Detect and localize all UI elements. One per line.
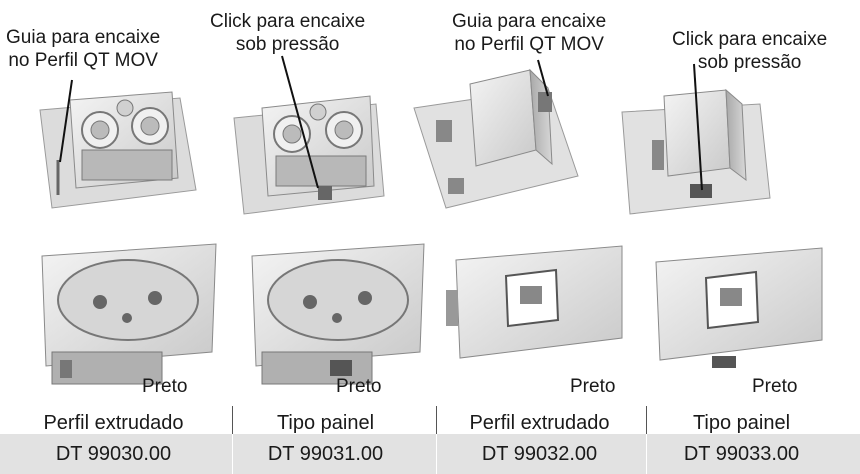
callout-4-line1: Click para encaixe [672, 29, 828, 50]
rj-back-extruded-image [413, 68, 579, 209]
type-label-3: Perfil extrudado [469, 412, 610, 434]
product-code-2: DT 99031.00 [267, 443, 384, 465]
callout-2: Click para encaixe sob pressão [210, 10, 365, 56]
callout-2-line2: sob pressão [235, 34, 340, 55]
product-code-band: DT 99030.00 DT 99031.00 DT 99032.00 DT 9… [0, 434, 860, 474]
callout-4: Click para encaixe sob pressão [672, 28, 827, 74]
callout-line-3 [537, 59, 549, 97]
callout-line-1 [59, 79, 73, 163]
callout-3-line2: no Perfil QT MOV [454, 34, 604, 55]
code-divider [436, 434, 437, 474]
callout-line-4 [693, 63, 703, 191]
socket-back-panel-image [233, 95, 385, 215]
callout-line-2 [281, 55, 319, 189]
type-label-4: Tipo painel [692, 412, 791, 434]
color-label-3: Preto [570, 376, 616, 397]
callout-3-line1: Guia para encaixe [452, 11, 607, 32]
product-code-3: DT 99032.00 [481, 443, 598, 465]
code-divider [646, 434, 647, 474]
callout-2-line1: Click para encaixe [210, 11, 366, 32]
color-label-1: Preto [142, 376, 188, 397]
socket-front-extruded-image [41, 243, 217, 385]
socket-front-panel-image [251, 243, 425, 385]
callout-4-line2: sob pressão [697, 52, 802, 73]
callout-1-line2: no Perfil QT MOV [8, 50, 158, 71]
rj-back-panel-image [621, 88, 771, 215]
product-code-1: DT 99030.00 [55, 443, 172, 465]
callout-1-line1: Guia para encaixe [6, 27, 161, 48]
color-label-2: Preto [336, 376, 382, 397]
callout-1: Guia para encaixe no Perfil QT MOV [6, 26, 160, 72]
socket-back-extruded-image [39, 91, 197, 209]
color-label-4: Preto [752, 376, 798, 397]
callout-3: Guia para encaixe no Perfil QT MOV [452, 10, 606, 56]
type-label-1: Perfil extrudado [43, 412, 184, 434]
product-code-4: DT 99033.00 [683, 443, 800, 465]
rj-front-extruded-image [446, 245, 623, 359]
rj-front-panel-image [655, 247, 823, 368]
type-label-2: Tipo painel [276, 412, 375, 434]
code-divider [232, 434, 233, 474]
